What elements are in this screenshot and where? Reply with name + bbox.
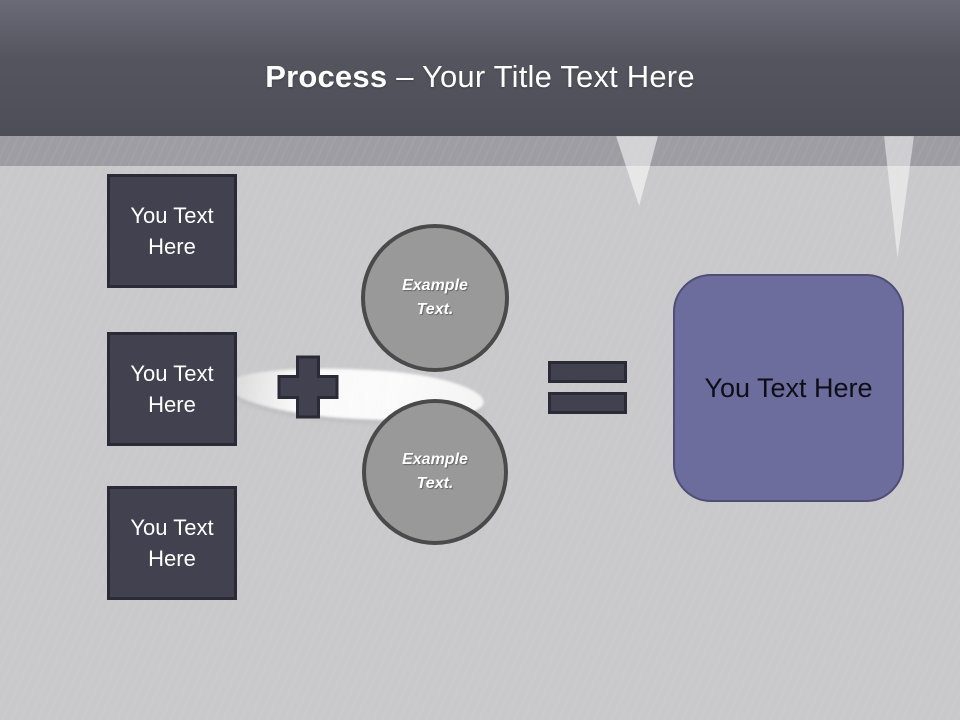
title-subtitle: – Your Title Text Here	[396, 59, 695, 94]
example-circle-2: Example Text.	[362, 399, 508, 545]
result-box-label: You Text Here	[704, 372, 873, 403]
input-box-3-label: You Text Here	[130, 515, 214, 571]
input-box-2: You Text Here	[107, 332, 237, 446]
input-box-3: You Text Here	[107, 486, 237, 600]
example-circle-1-label: Example Text.	[402, 277, 468, 318]
result-box: You Text Here	[673, 274, 904, 502]
header-underline-band	[0, 136, 960, 166]
background-triangle-icon	[616, 136, 658, 206]
example-circle-1: Example Text.	[361, 224, 509, 372]
title-bar: Process– Your Title Text Here	[0, 0, 960, 136]
input-box-1: You Text Here	[107, 174, 237, 288]
equals-bar-top	[548, 361, 627, 383]
plus-icon	[277, 355, 339, 419]
example-circle-2-label: Example Text.	[402, 451, 468, 492]
input-box-2-label: You Text Here	[130, 361, 214, 417]
equals-bar-bottom	[548, 392, 627, 414]
background-triangle-icon	[884, 136, 914, 258]
title-keyword: Process	[265, 59, 388, 94]
slide-title: Process– Your Title Text Here	[265, 41, 695, 95]
input-box-1-label: You Text Here	[130, 203, 214, 259]
equals-icon	[548, 361, 627, 414]
